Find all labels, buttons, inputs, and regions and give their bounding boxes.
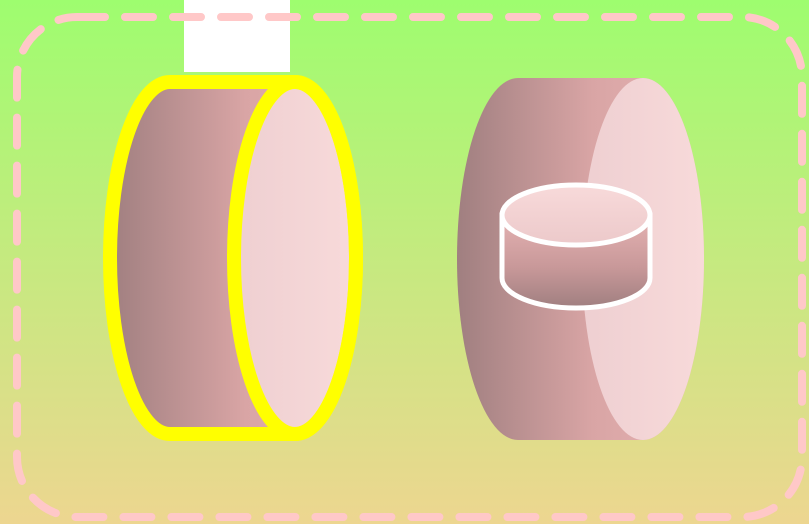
inner-disc-top — [502, 185, 650, 245]
inner-disc[interactable] — [502, 185, 650, 308]
cylinder-with-inner-disc[interactable] — [457, 78, 704, 440]
selected-cylinder[interactable] — [110, 82, 357, 434]
